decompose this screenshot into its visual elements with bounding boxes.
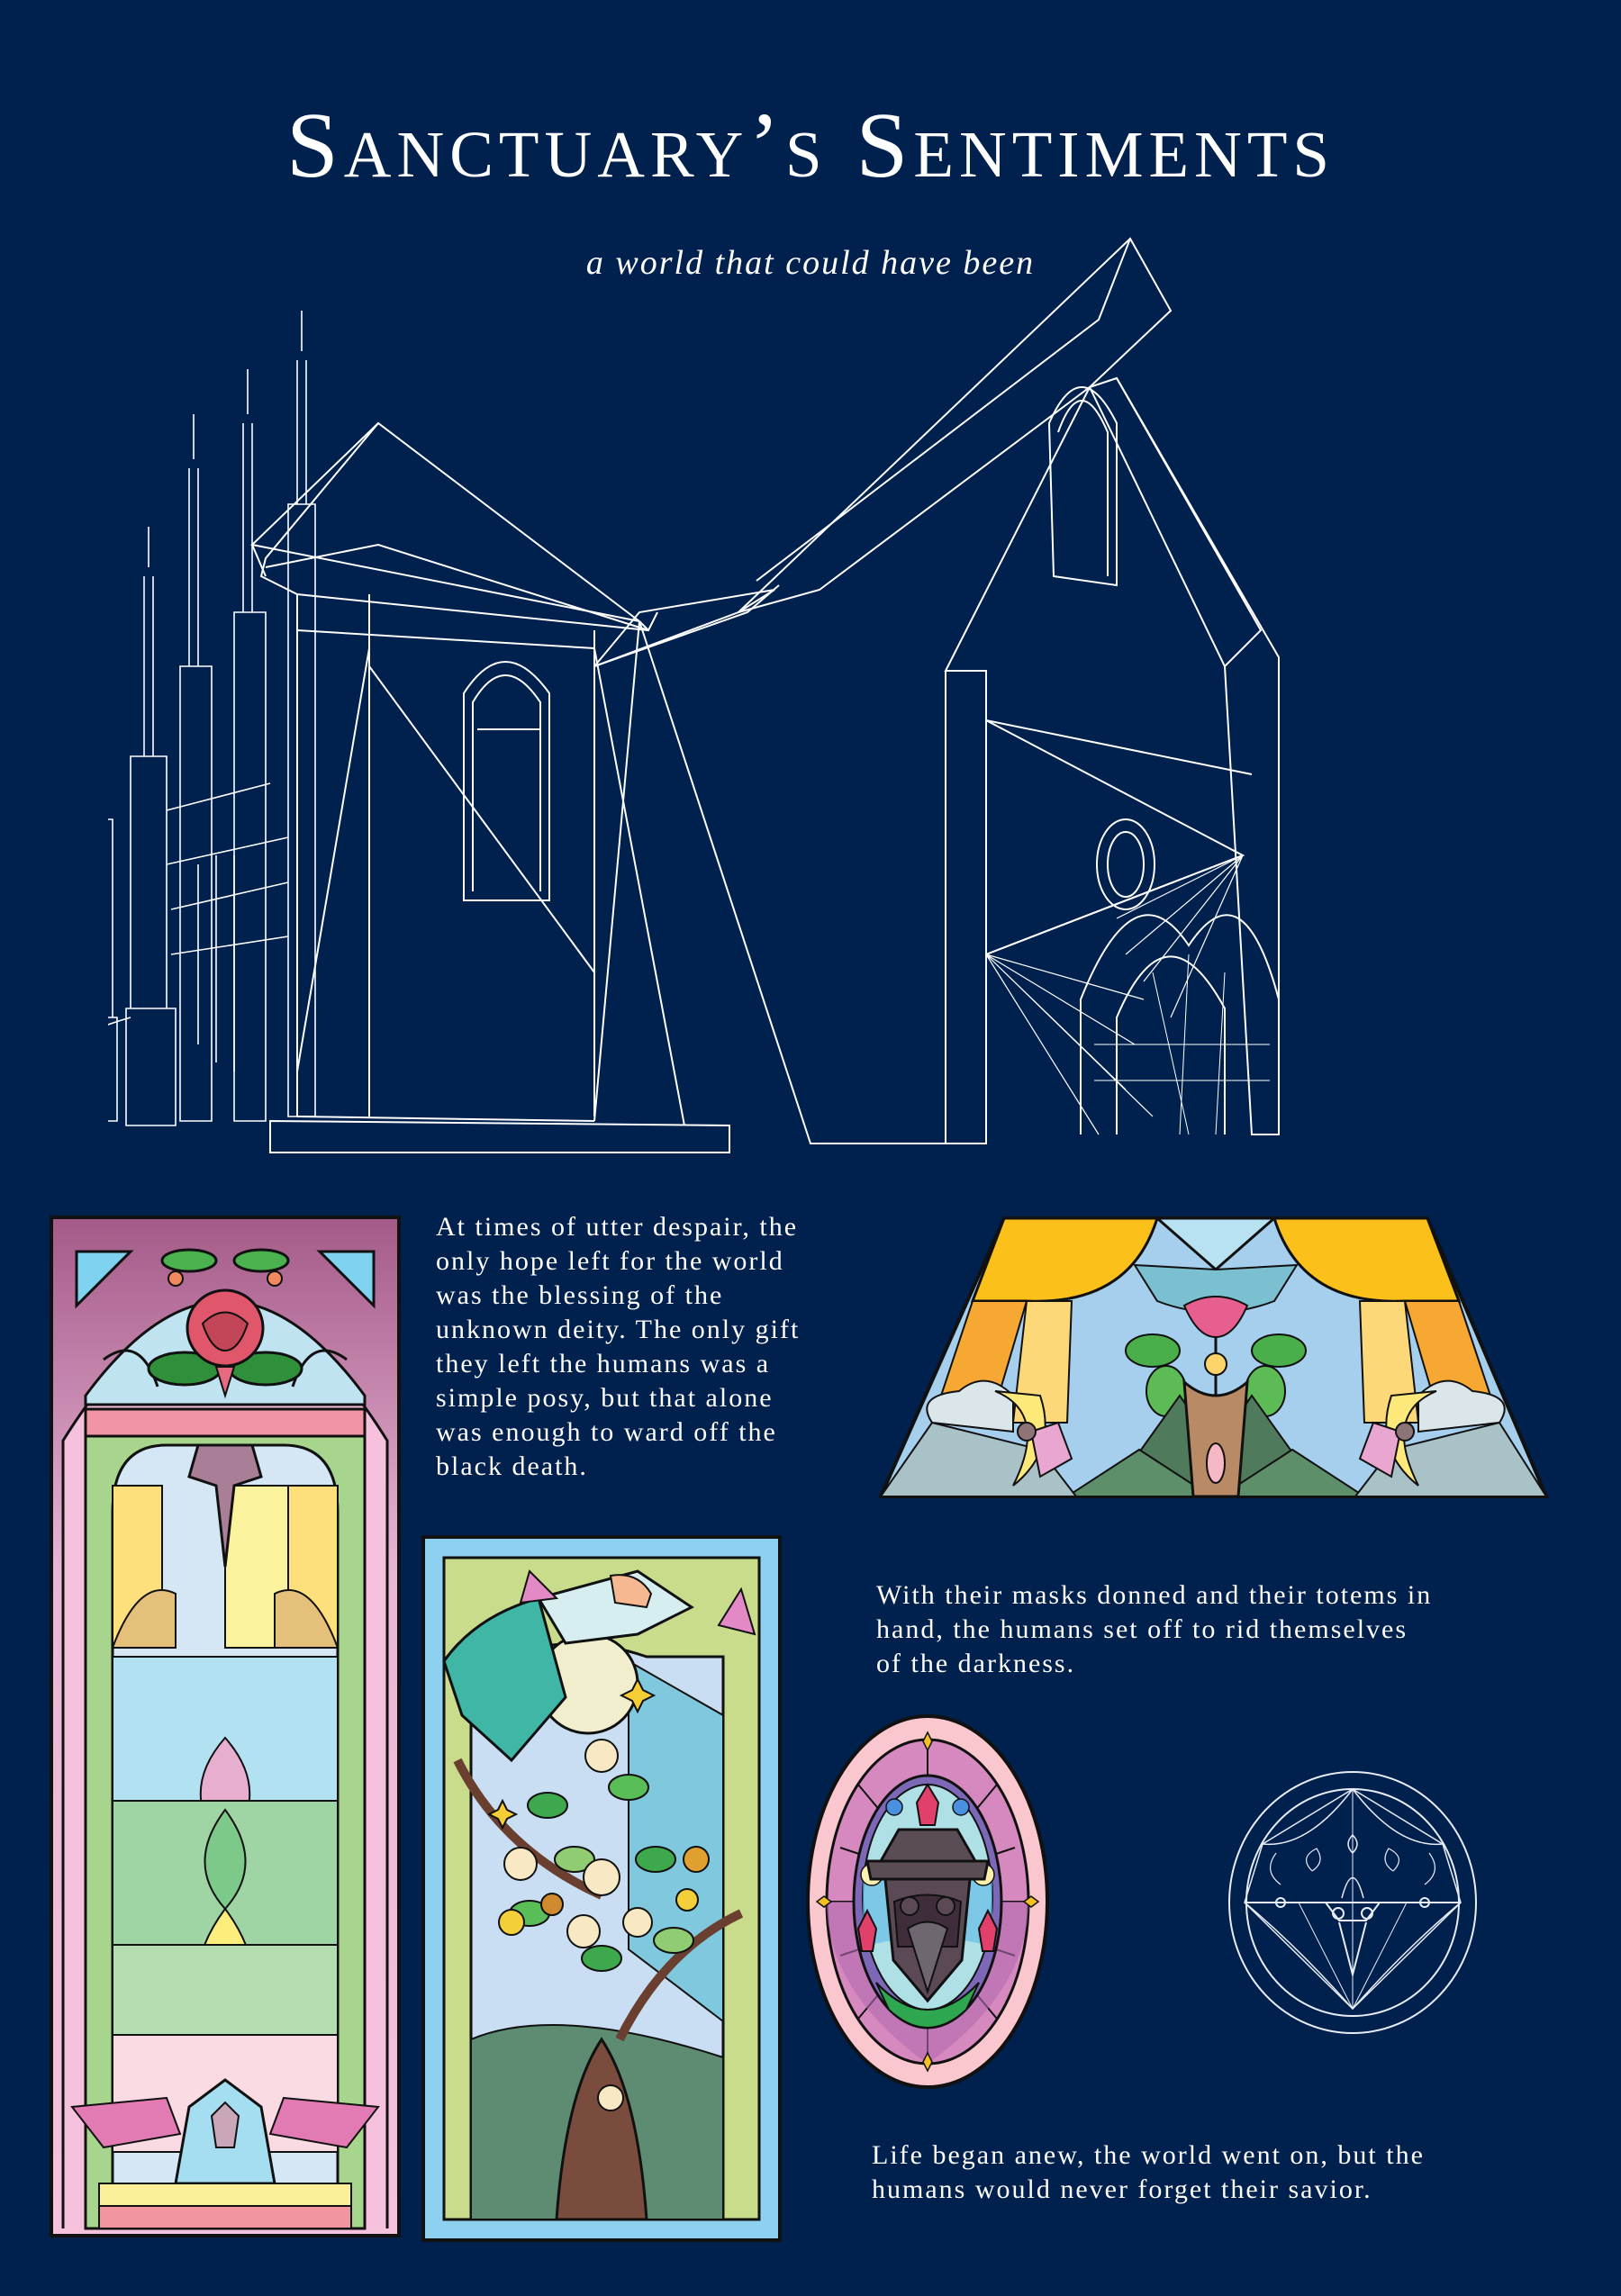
trapezoid-stained-glass-panel [878, 1216, 1549, 1498]
poster-title: Sanctuary’s Sentiments [285, 94, 1336, 197]
arched-stained-glass-window [50, 1216, 401, 2237]
story-paragraph-1: At times of utter despair, the only hope… [436, 1212, 801, 1481]
story-paragraph-2: With their masks donned and their totems… [876, 1580, 1433, 1678]
tree-stained-glass-panel [421, 1535, 782, 2242]
poster-subtitle: a world that could have been [585, 244, 1036, 282]
story-paragraph-3: Life began anew, the world went on, but … [872, 2140, 1425, 2204]
round-stained-glass-window [806, 1714, 1049, 2089]
wireframe-cathedral-illustration [108, 237, 1280, 1153]
line-art-round-window [1228, 1771, 1477, 2034]
